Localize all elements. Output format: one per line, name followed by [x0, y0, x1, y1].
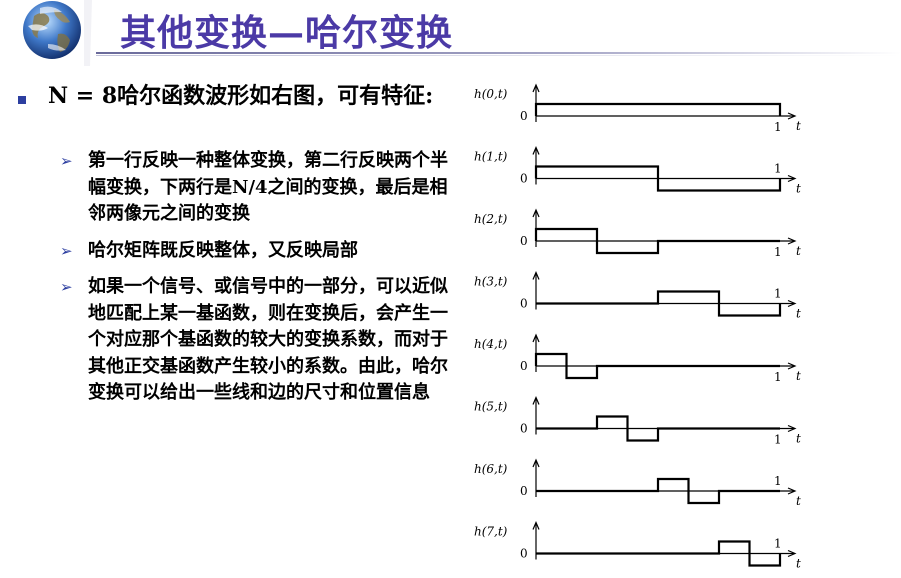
t-axis-label: t — [796, 557, 801, 571]
main-bullet-text: N = 8哈尔函数波形如右图，可有特征: — [48, 83, 434, 109]
t-axis-label: t — [796, 369, 801, 383]
arrow-bullet-icon: ➢ — [60, 152, 73, 170]
haar-waveform-figure: h(0,t)0t1h(1,t)0t1h(2,t)0t1h(3,t)0t1h(4,… — [474, 83, 801, 571]
waveform-label: h(4,t) — [474, 337, 508, 351]
zero-tick-label: 0 — [520, 234, 528, 248]
zero-tick-label: 0 — [520, 297, 528, 311]
y-axis-arrow — [532, 395, 540, 405]
y-axis-arrow — [532, 145, 540, 155]
waveform-label: h(6,t) — [474, 462, 508, 476]
haar-waveform-line — [536, 477, 780, 505]
one-tick-label: 1 — [774, 245, 782, 259]
one-tick-label: 1 — [774, 370, 782, 384]
one-tick-label: 1 — [774, 537, 782, 551]
t-axis-label: t — [796, 494, 801, 508]
x-axis-arrow — [787, 487, 797, 495]
sub-bullet-list: ➢ 第一行反映一种整体变换，第二行反映两个半幅变换，下两行是N/4之间的变换，最… — [60, 148, 450, 417]
zero-tick-label: 0 — [520, 422, 528, 436]
y-axis-arrow — [532, 83, 540, 93]
x-axis-arrow — [787, 112, 797, 120]
t-axis-label: t — [796, 119, 801, 133]
t-axis-label: t — [796, 182, 801, 196]
one-tick-label: 1 — [774, 120, 782, 134]
waveform-label: h(2,t) — [474, 212, 508, 226]
zero-tick-label: 0 — [520, 172, 528, 186]
x-axis-arrow — [787, 299, 797, 308]
y-axis-arrow — [532, 333, 540, 343]
one-tick-label: 1 — [774, 287, 782, 301]
haar-waveform-line — [536, 290, 782, 317]
sub-bullet-text: 哈尔矩阵既反映整体，又反映局部 — [88, 239, 358, 261]
arrow-bullet-icon: ➢ — [60, 241, 73, 260]
t-axis-label: t — [796, 432, 801, 446]
bullet-square-icon — [18, 96, 26, 104]
waveform-label: h(5,t) — [474, 400, 508, 414]
sub-bullet-item: ➢ 哈尔矩阵既反映整体，又反映局部 — [60, 238, 450, 265]
haar-waveform-line — [534, 227, 780, 255]
waveform-label: h(1,t) — [474, 150, 508, 164]
sub-bullet-item: ➢ 如果一个信号、或信号中的一部分，可以近似地匹配上某一基函数，则在变换后，会产… — [60, 274, 450, 407]
header-rule-thin — [96, 55, 901, 56]
y-axis-arrow — [532, 270, 540, 280]
y-axis-arrow — [532, 458, 540, 468]
sub-bullet-text: 第一行反映一种整体变换，第二行反映两个半幅变换，下两行是N/4之间的变换，最后是… — [88, 150, 448, 224]
waveform-label: h(3,t) — [474, 275, 508, 289]
header-rule — [96, 52, 901, 54]
one-tick-label: 1 — [774, 162, 782, 176]
zero-tick-label: 0 — [520, 109, 528, 123]
haar-waveform-line — [534, 165, 782, 192]
zero-tick-label: 0 — [520, 547, 528, 561]
y-axis-arrow — [532, 208, 540, 218]
haar-waveform-line — [536, 415, 780, 442]
sub-bullet-item: ➢ 第一行反映一种整体变换，第二行反映两个半幅变换，下两行是N/4之间的变换，最… — [60, 148, 450, 228]
slide-title: 其他变换—哈尔变换 — [120, 12, 454, 54]
x-axis-arrow — [787, 237, 797, 245]
zero-tick-label: 0 — [520, 484, 528, 498]
x-axis-arrow — [787, 362, 797, 370]
one-tick-label: 1 — [774, 433, 782, 447]
zero-tick-label: 0 — [520, 359, 528, 373]
sub-bullet-text: 如果一个信号、或信号中的一部分，可以近似地匹配上某一基函数，则在变换后，会产生一… — [88, 276, 448, 403]
haar-waveform-line — [536, 540, 782, 567]
t-axis-label: t — [796, 307, 801, 321]
waveform-label: h(0,t) — [474, 87, 508, 101]
haar-waveform-line — [534, 352, 780, 380]
y-axis-arrow — [532, 520, 540, 530]
x-axis-arrow — [787, 549, 797, 558]
x-axis-arrow — [787, 424, 797, 433]
arrow-bullet-icon: ➢ — [60, 278, 73, 296]
one-tick-label: 1 — [774, 474, 782, 488]
waveform-label: h(7,t) — [474, 525, 508, 539]
x-axis-arrow — [787, 174, 797, 183]
t-axis-label: t — [796, 244, 801, 258]
globe-logo-icon — [23, 0, 92, 66]
haar-waveform-line — [534, 102, 782, 116]
